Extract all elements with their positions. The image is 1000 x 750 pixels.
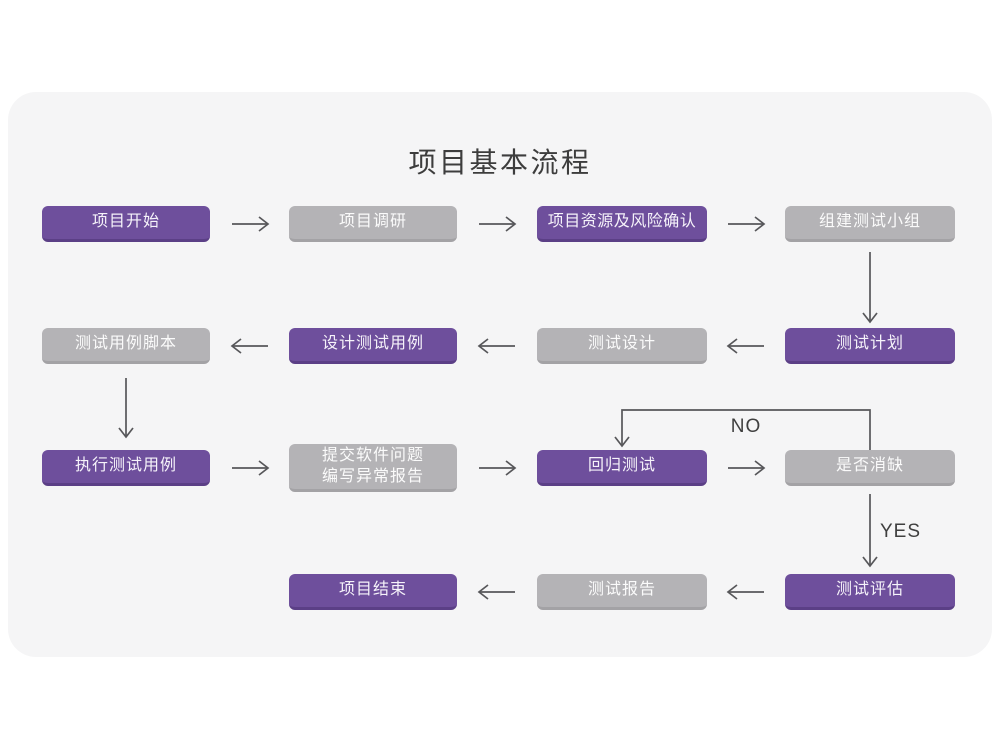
node-execute-test-case: 执行测试用例	[42, 450, 210, 486]
node-test-report: 测试报告	[537, 574, 707, 610]
node-project-end: 项目结束	[289, 574, 457, 610]
node-project-research: 项目调研	[289, 206, 457, 242]
edge-label-yes: YES	[880, 521, 922, 542]
edge-label-no: NO	[730, 416, 762, 437]
node-test-design: 测试设计	[537, 328, 707, 364]
diagram-title: 项目基本流程	[408, 147, 592, 178]
node-build-test-team: 组建测试小组	[785, 206, 955, 242]
node-project-start: 项目开始	[42, 206, 210, 242]
node-resource-risk-confirm: 项目资源及风险确认	[537, 206, 707, 242]
node-submit-issue-report: 提交软件问题 编写异常报告	[289, 444, 457, 492]
node-defect-cleared: 是否消缺	[785, 450, 955, 486]
flowchart-panel	[8, 92, 992, 657]
node-test-case-script: 测试用例脚本	[42, 328, 210, 364]
node-test-plan: 测试计划	[785, 328, 955, 364]
node-design-test-case: 设计测试用例	[289, 328, 457, 364]
node-test-evaluation: 测试评估	[785, 574, 955, 610]
node-regression-test: 回归测试	[537, 450, 707, 486]
